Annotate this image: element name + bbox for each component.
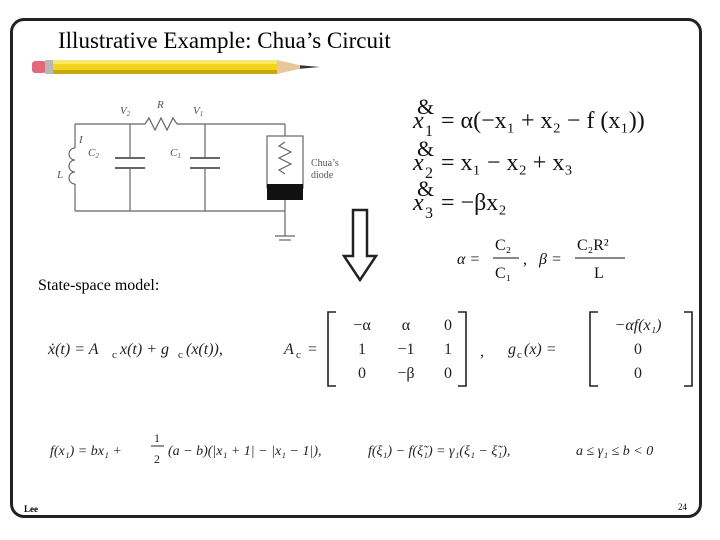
state-equations: x & 1 = α(−x₁ + x₂ − f (x₁)) x & 2 = x₁ … [412,98,645,222]
page-number: 24 [678,502,687,512]
svg-text:= α(−x₁ + x₂ − f (x₁)): = α(−x₁ + x₂ − f (x₁)) [441,108,645,134]
pencil-wood-tip [277,60,308,74]
fx-fraction: 1 2 [151,431,164,466]
svg-text:c: c [178,349,183,361]
svg-text:2: 2 [154,452,160,466]
fx-part-4: a ≤ γ₁ ≤ b < 0 [576,444,653,459]
svg-text:β =: β = [538,251,562,268]
svg-text:C₂: C₂ [495,237,511,254]
svg-text:0: 0 [444,317,452,334]
svg-text:−αf(x₁): −αf(x₁) [615,317,662,334]
svg-text:−1: −1 [397,341,414,358]
svg-text:x: x [412,108,424,134]
svg-text:0: 0 [358,365,366,382]
label-l: L [56,169,63,181]
equation-2: x & 2 = x₁ − x₂ + x₃ [412,136,573,182]
svg-text:2: 2 [425,165,433,182]
pencil-eraser [32,61,46,73]
svg-text:1: 1 [425,123,433,140]
svg-text:c: c [517,349,522,361]
svg-text:0: 0 [444,365,452,382]
svg-text:&: & [417,98,434,119]
pencil-shadow [53,70,277,74]
svg-text:c: c [112,349,117,361]
svg-text:1: 1 [358,341,366,358]
svg-text:g: g [508,341,516,358]
model-equation: ẋ(t) = A c x(t) + g c (x(t)), [47,341,223,361]
svg-text:L: L [594,265,604,282]
svg-text:(x(t)),: (x(t)), [186,341,223,358]
svg-text:0: 0 [634,365,642,382]
resistor-r [144,116,178,132]
label-c2: C2 [88,147,99,160]
label-diode-2: diode [311,170,334,181]
svg-text:1: 1 [444,341,452,358]
svg-text:= x₁ − x₂ + x₃: = x₁ − x₂ + x₃ [441,150,573,176]
label-v2: V2 [120,105,131,118]
svg-text:ẋ(t) = A: ẋ(t) = A [47,341,99,358]
svg-text:x(t) + g: x(t) + g [119,341,169,358]
pencil-highlight [53,60,277,64]
svg-text:=: = [308,341,317,358]
svg-text:= −βx₂: = −βx₂ [441,190,507,216]
label-diode-1: Chua’s [311,158,339,169]
fx-part-2: (a − b)(|x₁ + 1| − |x₁ − 1|), [168,444,322,459]
diode-resistor [277,141,293,175]
equation-3: x & 3 = −βx₂ [412,176,507,222]
ac-matrix: −α α 0 1 −1 1 0 −β 0 [327,311,467,387]
inductor-l [68,147,76,185]
pencil-icon [32,60,320,74]
author-footer: Lee [24,504,38,514]
svg-text:c: c [296,349,301,361]
pencil-lead [300,65,320,69]
svg-text:C₁: C₁ [495,265,511,282]
label-c1: C1 [170,147,181,160]
equation-1: x & 1 = α(−x₁ + x₂ − f (x₁)) [412,98,645,140]
state-space-model: ẋ(t) = A c x(t) + g c (x(t)), A c = −α α… [47,311,693,387]
model-separator: , [480,343,484,360]
chua-circuit-diagram: V2 R V1 I C2 C1 L Chua’s diode [45,96,345,246]
down-arrow-icon [342,208,378,282]
svg-text:(x) =: (x) = [524,341,557,358]
svg-text:C₂R²: C₂R² [577,237,609,254]
svg-text:0: 0 [634,341,642,358]
circuit-background [45,96,345,246]
svg-text:1: 1 [154,431,160,445]
svg-text:α =: α = [457,251,480,268]
alpha-definition: α = C₂ C₁ , [457,237,527,282]
svg-text:x: x [412,190,424,216]
svg-text:3: 3 [425,205,433,222]
gc-vector: −αf(x₁) 0 0 [589,311,693,387]
fx-part-3: f(ξ₁) − f(ξ̃₁) = γ₁(ξ₁ − ξ̃₁), [368,444,510,459]
svg-text:x: x [412,150,424,176]
label-v1: V1 [193,105,203,118]
label-i: I [78,134,84,146]
ac-label: A c = [283,341,317,361]
gc-label: g c (x) = [508,341,557,361]
parameter-definitions: α = C₂ C₁ , β = C₂R² L [457,237,625,282]
fx-part-1: f(x₁) = bx₁ + [50,444,122,459]
label-r: R [156,99,164,111]
diode-block [267,184,303,200]
svg-text:A: A [283,341,294,358]
pencil-ferrule [45,60,53,74]
svg-text:−α: −α [353,317,371,334]
svg-text:−β: −β [397,365,414,382]
svg-text:&: & [417,176,434,201]
state-space-label: State-space model: [38,277,160,294]
svg-text:&: & [417,136,434,161]
nonlinearity-equation: f(x₁) = bx₁ + 1 2 (a − b)(|x₁ + 1| − |x₁… [50,431,653,466]
svg-text:α: α [402,317,411,334]
slide-title: Illustrative Example: Chua’s Circuit [58,28,391,53]
svg-text:,: , [523,251,527,268]
beta-definition: β = C₂R² L [538,237,625,282]
